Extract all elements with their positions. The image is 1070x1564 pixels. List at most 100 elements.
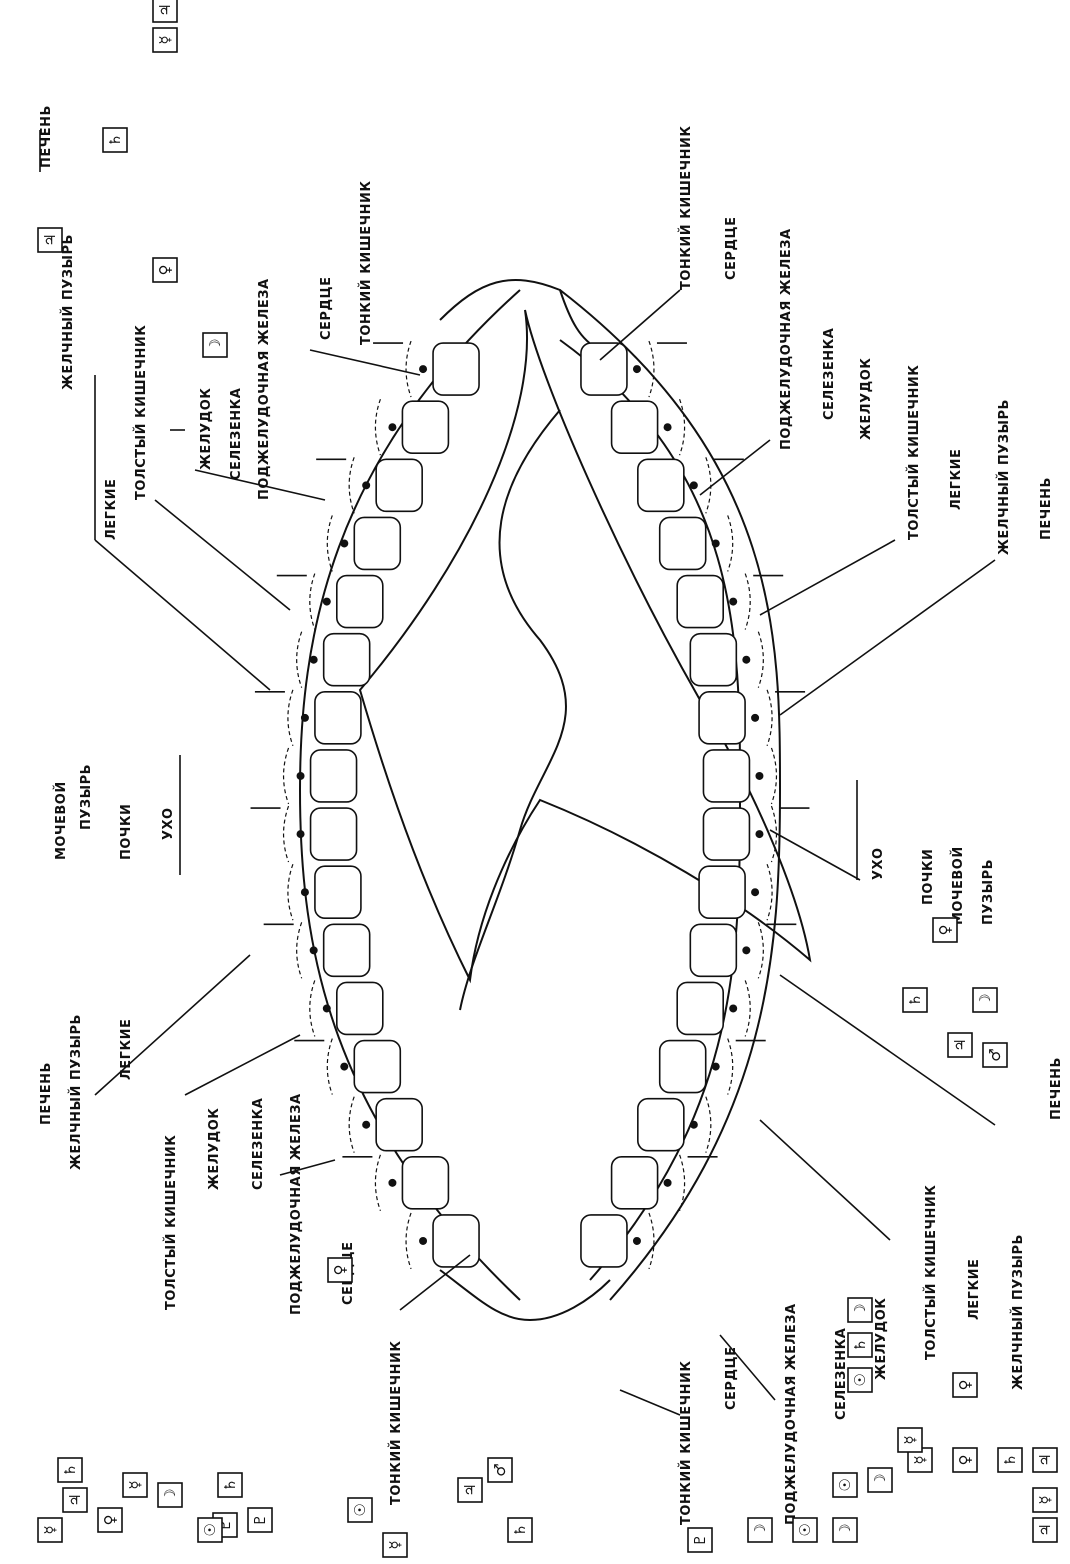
label-gall-bladder: ЖЕЛЧНЫЙ ПУЗЫРЬ (68, 1014, 84, 1170)
tooth-point (419, 365, 427, 373)
tooth-root-outline (349, 1097, 354, 1153)
label-pancreas: ПОДЖЕЛУДОЧНАЯ ЖЕЛЕЗА (784, 1303, 799, 1525)
label-spleen: СЕЛЕЗЕНКА (834, 1328, 849, 1420)
tooth (690, 922, 796, 978)
tooth-crown (677, 576, 723, 628)
tooth (310, 980, 383, 1036)
symbol-glyph: ♄ (1001, 1453, 1019, 1466)
tooth-root-outline (297, 922, 302, 978)
symbol-glyph: ☿ (386, 1540, 404, 1549)
tooth-crown (402, 401, 448, 453)
label-pancreas: ПОДЖЕЛУДОЧНАЯ ЖЕЛЕЗА (779, 228, 794, 450)
label-small-intestine: ТОНКИЙ КИШЕЧНИК (678, 1360, 694, 1525)
symbol-glyph: ☽ (871, 1473, 889, 1486)
moon-symbol-icon: ☽ (848, 1298, 872, 1322)
tooth-point (742, 656, 750, 664)
tooth-point (751, 888, 759, 896)
labels-upper-right: ТОНКИЙ КИШЕЧНИК СЕРДЦЕ ПОДЖЕЛУДОЧНАЯ ЖЕЛ… (678, 125, 1054, 555)
symbol-glyph: ♄ (61, 1463, 79, 1476)
tooth-crown (612, 1157, 658, 1209)
tooth (349, 1097, 422, 1153)
tooth-root-outline (649, 341, 654, 397)
tooth (251, 806, 357, 862)
label-small-intestine: ТОНКИЙ КИШЕЧНИК (358, 180, 374, 345)
tooth (316, 457, 422, 513)
label-heart: СЕРДЦЕ (724, 217, 739, 280)
label-colon: ТОЛСТЫЙ КИШЕЧНИК (163, 1135, 179, 1310)
tooth-root-outline (767, 864, 772, 920)
tooth-crown (638, 459, 684, 511)
tooth (288, 864, 361, 920)
tooth-point (297, 830, 305, 838)
tooth-root-outline (327, 515, 332, 571)
label-stomach: ЖЕЛУДОК (859, 358, 874, 440)
tooth-crown (315, 866, 361, 918)
tooth-point (712, 1063, 720, 1071)
symbol-glyph: ☉ (836, 1478, 854, 1491)
tooth-crown (376, 459, 422, 511)
tooth-crown (311, 808, 357, 860)
label-pancreas: ПОДЖЕЛУДОЧНАЯ ЖЕЛЕЗА (257, 278, 272, 500)
tooth (294, 1039, 400, 1095)
symbol-glyph: ♃ (461, 1483, 479, 1496)
saturn-symbol-icon: ♄ (998, 1448, 1022, 1472)
tooth-point (310, 656, 318, 664)
tooth-point (301, 888, 309, 896)
tooth-root-outline (706, 457, 711, 513)
tooth (638, 1097, 711, 1153)
tooth-crown (660, 1041, 706, 1093)
label-ear: УХО (871, 847, 886, 880)
symbol-glyph: ♃ (951, 1038, 969, 1051)
tooth-crown (337, 576, 383, 628)
tooth-crown (703, 808, 749, 860)
tooth-root-outline (771, 748, 776, 804)
tooth-crown (337, 982, 383, 1034)
tooth-crown (660, 517, 706, 569)
mercury-symbol-icon: ☿ (153, 28, 177, 52)
label-bladder: МОЧЕВОЙ (53, 781, 69, 860)
label-heart: СЕРДЦЕ (724, 1347, 739, 1410)
tooth-crown (324, 634, 370, 686)
symbol-glyph: ☉ (351, 1503, 369, 1516)
symbol-glyph: ☉ (851, 1373, 869, 1386)
tooth-crown (433, 1215, 479, 1267)
tooth-root-outline (758, 632, 763, 688)
symbol-glyph: ♃ (156, 3, 174, 16)
symbol-glyph: ♀ (331, 1265, 349, 1276)
tooth-root-outline (284, 806, 289, 862)
tooth-crown (677, 982, 723, 1034)
tooth-point (664, 1179, 672, 1187)
jupiter-symbol-icon: ♃ (1033, 1518, 1057, 1542)
tooth (406, 1213, 479, 1269)
tooth-point (388, 1179, 396, 1187)
tooth (660, 515, 733, 571)
tooth-crown (311, 750, 357, 802)
tooth (699, 864, 772, 920)
symbol-glyph: ♄ (511, 1523, 529, 1536)
tooth (612, 1155, 718, 1211)
label-stomach: ЖЕЛУДОК (199, 388, 214, 470)
label-lungs: ЛЕГКИЕ (949, 449, 964, 510)
label-liver: ПЕЧЕНЬ (1039, 477, 1054, 540)
tooth-crown (376, 1099, 422, 1151)
saturn-symbol-icon: ♄ (903, 988, 927, 1012)
symbol-glyph: ☉ (796, 1523, 814, 1536)
symbol-glyph: ♀ (156, 265, 174, 276)
tooth-root-outline (284, 748, 289, 804)
symbol-glyph: ♀ (956, 1455, 974, 1466)
venus-symbol-icon: ♀ (933, 918, 957, 942)
label-liver: ПЕЧЕНЬ (39, 1062, 54, 1125)
label-spleen: СЕЛЕЗЕНКА (229, 388, 244, 480)
palate-curve (460, 410, 566, 1010)
tooth-point (755, 830, 763, 838)
tooth-point (323, 1004, 331, 1012)
label-liver: ПЕЧЕНЬ (39, 105, 54, 168)
tooth-crown (690, 634, 736, 686)
label-ear: УХО (161, 807, 176, 840)
tooth-root-outline (327, 1039, 332, 1095)
symbol-glyph: ♀ (936, 925, 954, 936)
tooth (284, 748, 357, 804)
symbol-glyph: ☿ (901, 1435, 919, 1444)
label-gall-bladder: ЖЕЛЧНЫЙ ПУЗЫРЬ (60, 234, 76, 390)
tooth-point (362, 481, 370, 489)
